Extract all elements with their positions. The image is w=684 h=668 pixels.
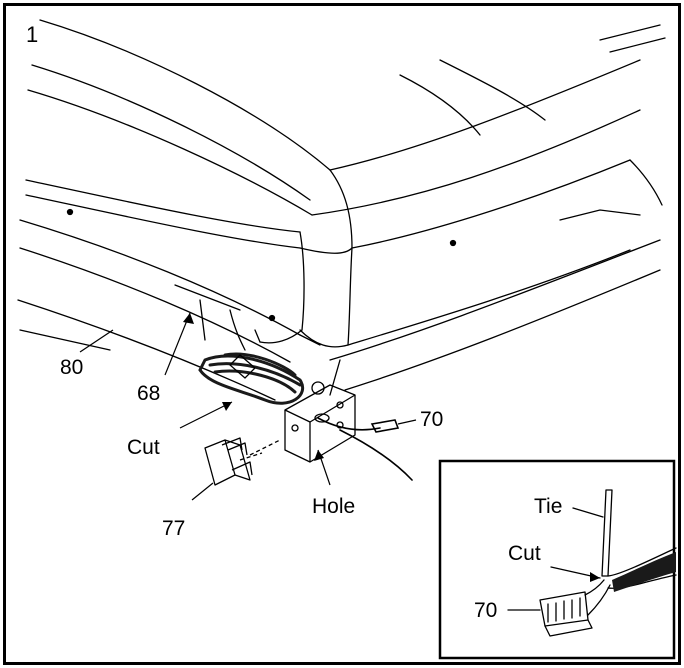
callout-part-80: 80 (60, 356, 84, 379)
end-cap-77 (204, 437, 281, 486)
motor-hood (25, 19, 666, 348)
callout-part-77: 77 (162, 517, 186, 540)
callout-part-70: 70 (420, 408, 444, 431)
arrowheads (183, 313, 324, 461)
callout-cut: Cut (127, 436, 160, 459)
inset-arrowhead (590, 572, 600, 582)
inset-box (438, 459, 676, 660)
wire-tie-band (229, 354, 256, 379)
frame-rails (17, 209, 661, 401)
inset-label-cut: Cut (508, 542, 541, 565)
wire-70 (317, 417, 413, 481)
inset-label-part-70: 70 (474, 599, 498, 622)
inset-wire-jacket (612, 552, 676, 592)
wire-bundle (198, 352, 304, 405)
figure-border (3, 3, 681, 665)
callout-part-68: 68 (137, 382, 161, 405)
frame-end-bracket (66, 208, 457, 463)
step-number: 1 (26, 22, 39, 47)
callout-hole: Hole (312, 495, 356, 518)
inset-label-tie: Tie (534, 495, 563, 518)
